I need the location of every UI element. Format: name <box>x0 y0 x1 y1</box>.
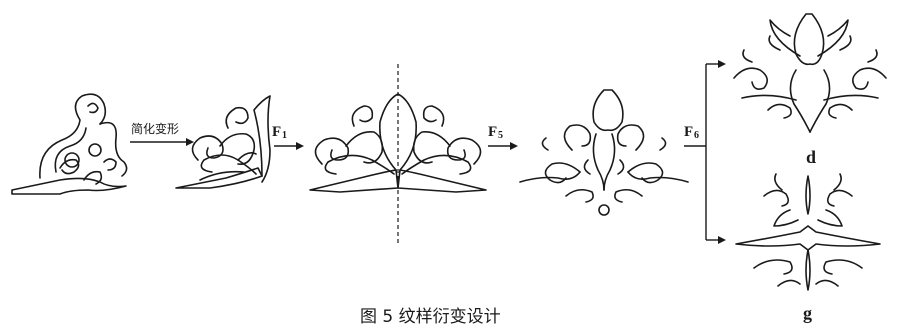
simplify-arrow: 简化变形 <box>130 121 194 146</box>
composed-ornament <box>519 89 689 216</box>
variant-d-ornament <box>733 13 887 133</box>
f1-label: F <box>272 124 281 140</box>
variant-g-label: g <box>803 303 812 323</box>
mirrored-symmetric-motif <box>309 64 487 244</box>
variant-d-label: d <box>806 147 816 167</box>
f5-subscript: 5 <box>498 130 503 141</box>
f6-branching-arrow: F 6 <box>684 60 726 244</box>
f1-arrow: F 1 <box>272 124 304 150</box>
simplified-half-motif <box>175 95 271 189</box>
f1-subscript: 1 <box>282 130 287 141</box>
simplify-label: 简化变形 <box>131 121 179 136</box>
original-corner-motif <box>11 93 128 195</box>
f5-label: F <box>488 124 497 140</box>
f6-label: F <box>684 124 693 140</box>
figure-caption: 图 5 纹样衍变设计 <box>360 307 501 324</box>
f5-arrow: F 5 <box>488 124 518 150</box>
f6-subscript: 6 <box>694 130 699 141</box>
variant-g-ornament <box>735 173 881 291</box>
